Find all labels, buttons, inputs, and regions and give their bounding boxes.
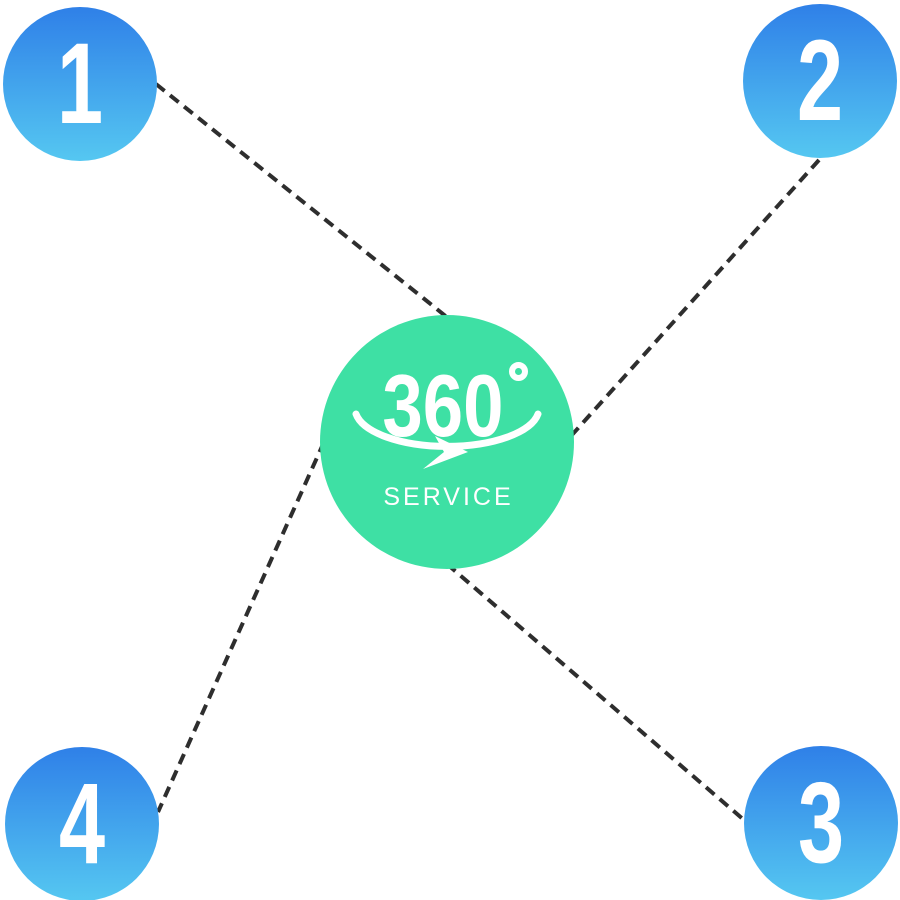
rotation-arrow-head [423, 436, 468, 469]
rotation-arrow-icon [352, 410, 542, 469]
step-number-3: 3 [797, 758, 845, 887]
connector-line-step3 [445, 562, 746, 822]
step-circle-2: 2 [743, 4, 897, 158]
step-circle-1: 1 [3, 7, 157, 161]
connector-line-step4 [156, 441, 326, 813]
connector-line-step2 [569, 158, 821, 438]
badge-caption: SERVICE [383, 483, 514, 511]
step-circle-4: 4 [5, 747, 159, 900]
badge-value: 360 [382, 356, 504, 455]
step-circle-3: 3 [744, 746, 898, 900]
center-badge: 360 SERVICE [320, 315, 574, 569]
step-number-1: 1 [56, 19, 104, 148]
degree-symbol-icon [509, 362, 528, 381]
connector-line-step1 [154, 82, 450, 320]
step-number-2: 2 [796, 16, 844, 145]
step-number-4: 4 [58, 759, 106, 888]
